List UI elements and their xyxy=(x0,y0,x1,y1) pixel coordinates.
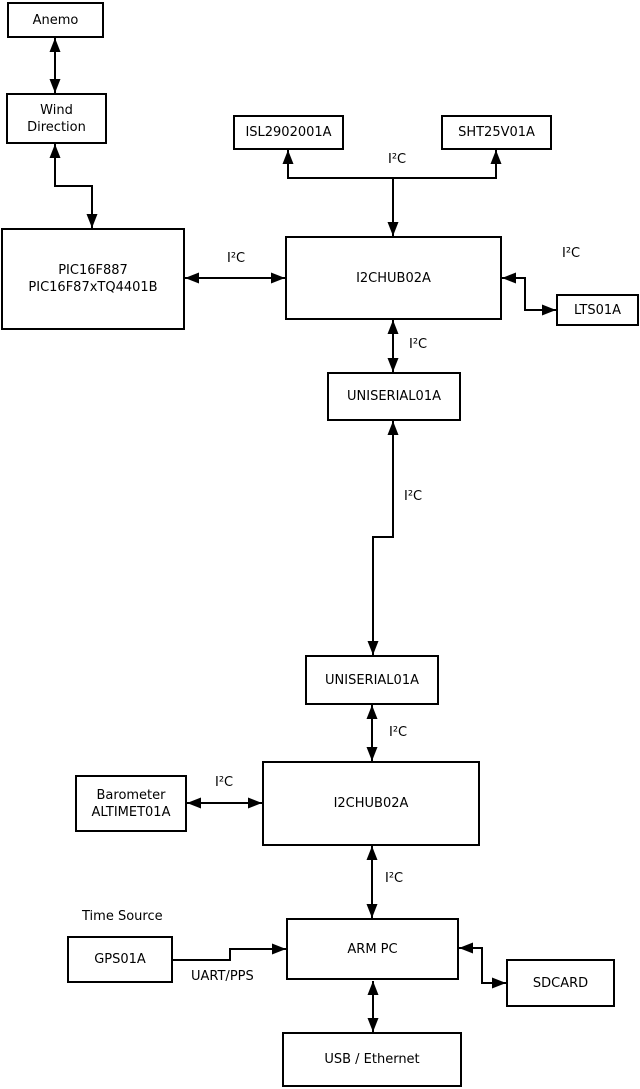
node-uniserial-2-label: UNISERIAL01A xyxy=(325,672,419,688)
edge-gps-armpc xyxy=(173,943,286,961)
edge-uniserial2-hub2 xyxy=(366,705,378,761)
edge-hub1-uniserial1 xyxy=(387,320,399,372)
edge-pic-hub1 xyxy=(185,272,285,284)
edge-label-i2c-hub1-lts: I²C xyxy=(562,246,581,261)
node-gps01a-label: GPS01A xyxy=(94,952,146,967)
node-i2c-hub-2: I2CHUB02A xyxy=(262,761,480,846)
edge-label-i2c-uniserial2-hub2: I²C xyxy=(389,725,408,740)
node-wind-direction: Wind Direction xyxy=(6,93,107,144)
node-usb-ethernet: USB / Ethernet xyxy=(282,1032,462,1087)
node-barometer-label-line2: ALTIMET01A xyxy=(91,804,171,820)
node-uniserial-2: UNISERIAL01A xyxy=(305,655,439,705)
node-lts01a: LTS01A xyxy=(556,294,639,326)
edge-anemo-wind xyxy=(49,38,61,93)
node-isl2902001a-label: ISL2902001A xyxy=(245,125,332,140)
edge-label-i2c-hub1-sensors: I²C xyxy=(388,152,407,167)
edge-label-i2c-hub1-uniserial1: I²C xyxy=(409,337,428,352)
edge-hub1-lts xyxy=(502,272,556,316)
node-usb-ethernet-label: USB / Ethernet xyxy=(324,1052,420,1067)
edge-armpc-sdcard xyxy=(459,942,506,989)
node-lts01a-label: LTS01A xyxy=(573,302,622,318)
node-sdcard-label: SDCARD xyxy=(532,975,589,991)
node-uniserial-1: UNISERIAL01A xyxy=(327,372,461,421)
edge-label-i2c-uniserial-link: I²C xyxy=(404,489,423,504)
edge-label-i2c-hub2-armpc: I²C xyxy=(385,871,404,886)
edge-hub2-armpc xyxy=(366,846,378,918)
node-wind-direction-label-line1: Wind xyxy=(40,102,73,118)
node-i2c-hub-1: I2CHUB02A xyxy=(285,236,502,320)
node-arm-pc-label: ARM PC xyxy=(347,941,398,957)
node-gps01a: GPS01A xyxy=(67,936,173,983)
node-arm-pc: ARM PC xyxy=(286,918,459,980)
node-anemo: Anemo xyxy=(7,2,104,38)
edge-hub1-sensors xyxy=(282,150,502,236)
node-uniserial-1-label: UNISERIAL01A xyxy=(347,389,441,404)
node-anemo-label: Anemo xyxy=(32,12,79,28)
node-sht25v01a: SHT25V01A xyxy=(441,115,552,150)
edge-label-uart-pps: UART/PPS xyxy=(191,969,254,984)
edge-label-time-source: Time Source xyxy=(82,909,163,924)
node-barometer: Barometer ALTIMET01A xyxy=(75,775,187,832)
node-i2c-hub-2-label: I2CHUB02A xyxy=(333,796,409,811)
edge-label-i2c-barometer-hub2: I²C xyxy=(215,775,234,790)
node-i2c-hub-1-label: I2CHUB02A xyxy=(356,270,431,286)
edge-label-i2c-pic-hub1: I²C xyxy=(227,251,246,266)
node-isl2902001a: ISL2902001A xyxy=(233,115,344,150)
node-sht25v01a-label: SHT25V01A xyxy=(458,125,535,140)
edge-wind-pic xyxy=(49,144,98,228)
edge-uniserial1-uniserial2 xyxy=(367,421,399,655)
edge-armpc-usb xyxy=(367,981,379,1032)
node-pic-label-line1: PIC16F887 xyxy=(58,263,128,278)
node-wind-direction-label-line2: Direction xyxy=(27,119,86,135)
node-sdcard: SDCARD xyxy=(506,959,615,1007)
node-pic-label-line2: PIC16F87xTQ4401B xyxy=(28,280,158,295)
node-barometer-label-line1: Barometer xyxy=(96,787,166,803)
node-pic: PIC16F887 PIC16F87xTQ4401B xyxy=(1,228,185,330)
edge-barometer-hub2 xyxy=(187,797,262,809)
